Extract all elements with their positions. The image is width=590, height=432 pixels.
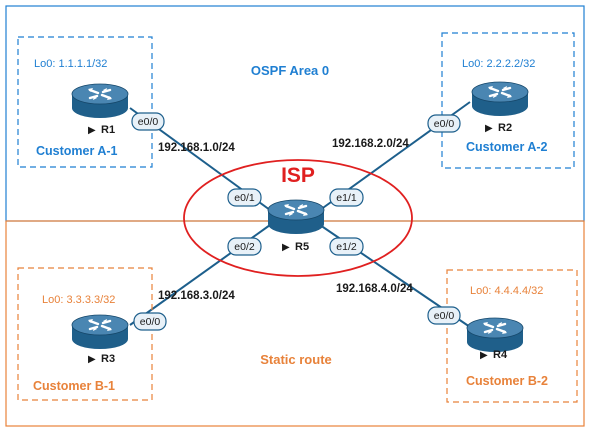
iface-label: e0/1 (234, 192, 255, 204)
router-r3[interactable]: ▶ R3 (70, 313, 130, 365)
r1-name: R1 (101, 124, 115, 136)
router-icon (470, 80, 530, 118)
r5-name-arrow: ▶ (282, 242, 290, 253)
r5-name: R5 (295, 241, 309, 253)
customer-a2-box (441, 32, 575, 169)
iface-r4-e0-0[interactable]: e0/0 (427, 306, 461, 325)
r3-customer: Customer B-1 (33, 379, 115, 393)
r2-customer: Customer A-2 (466, 140, 548, 154)
iface-r5-e1-1[interactable]: e1/1 (329, 188, 364, 207)
r1-loopback: Lo0: 1.1.1.1/32 (34, 58, 107, 70)
router-icon (70, 82, 130, 120)
static-route-label: Static route (260, 352, 332, 367)
customer-b2-box (446, 269, 578, 403)
r4-name-arrow: ▶ (480, 350, 488, 361)
customer-b1-box (17, 267, 153, 401)
iface-r3-e0-0[interactable]: e0/0 (133, 312, 167, 331)
router-r2[interactable]: ▶ R2 (470, 80, 530, 134)
iface-r5-e0-2[interactable]: e0/2 (227, 237, 262, 256)
router-r1[interactable]: ▶ R1 (70, 82, 130, 136)
router-icon (70, 313, 130, 351)
r1-name-arrow: ▶ (88, 125, 96, 136)
iface-r2-e0-0[interactable]: e0/0 (427, 114, 461, 133)
isp-label: ISP (281, 164, 315, 187)
iface-label: e0/0 (140, 316, 161, 328)
iface-r5-e0-1[interactable]: e0/1 (227, 188, 262, 207)
r2-name-arrow: ▶ (485, 123, 493, 134)
router-icon (465, 316, 525, 354)
customer-a1-box (17, 36, 153, 168)
r4-name: R4 (493, 349, 508, 361)
iface-r5-e1-2[interactable]: e1/2 (329, 237, 364, 256)
r3-name-arrow: ▶ (88, 354, 96, 365)
iface-label: e1/2 (336, 241, 357, 253)
iface-r1-e0-0[interactable]: e0/0 (131, 112, 165, 131)
router-r4[interactable]: ▶ R4 (465, 316, 525, 361)
ospf-area-label: OSPF Area 0 (251, 63, 329, 78)
subnet-l2: 192.168.2.0/24 (332, 138, 409, 150)
router-icon (266, 198, 326, 236)
iface-label: e0/0 (138, 116, 159, 128)
r3-loopback: Lo0: 3.3.3.3/32 (42, 294, 115, 306)
r2-name: R2 (498, 122, 512, 134)
subnet-l3: 192.168.3.0/24 (158, 290, 235, 302)
iface-label: e0/2 (234, 241, 255, 253)
router-r5[interactable]: ▶ R5 (266, 198, 326, 253)
r2-loopback: Lo0: 2.2.2.2/32 (462, 58, 535, 70)
r3-name: R3 (101, 353, 115, 365)
iface-label: e0/0 (434, 118, 455, 130)
subnet-l1: 192.168.1.0/24 (158, 142, 235, 154)
iface-label: e0/0 (434, 310, 455, 322)
subnet-l4: 192.168.4.0/24 (336, 283, 413, 295)
r4-loopback: Lo0: 4.4.4.4/32 (470, 285, 543, 297)
r4-customer: Customer B-2 (466, 374, 548, 388)
r1-customer: Customer A-1 (36, 144, 118, 158)
iface-label: e1/1 (336, 192, 357, 204)
isp-cloud (183, 159, 413, 277)
